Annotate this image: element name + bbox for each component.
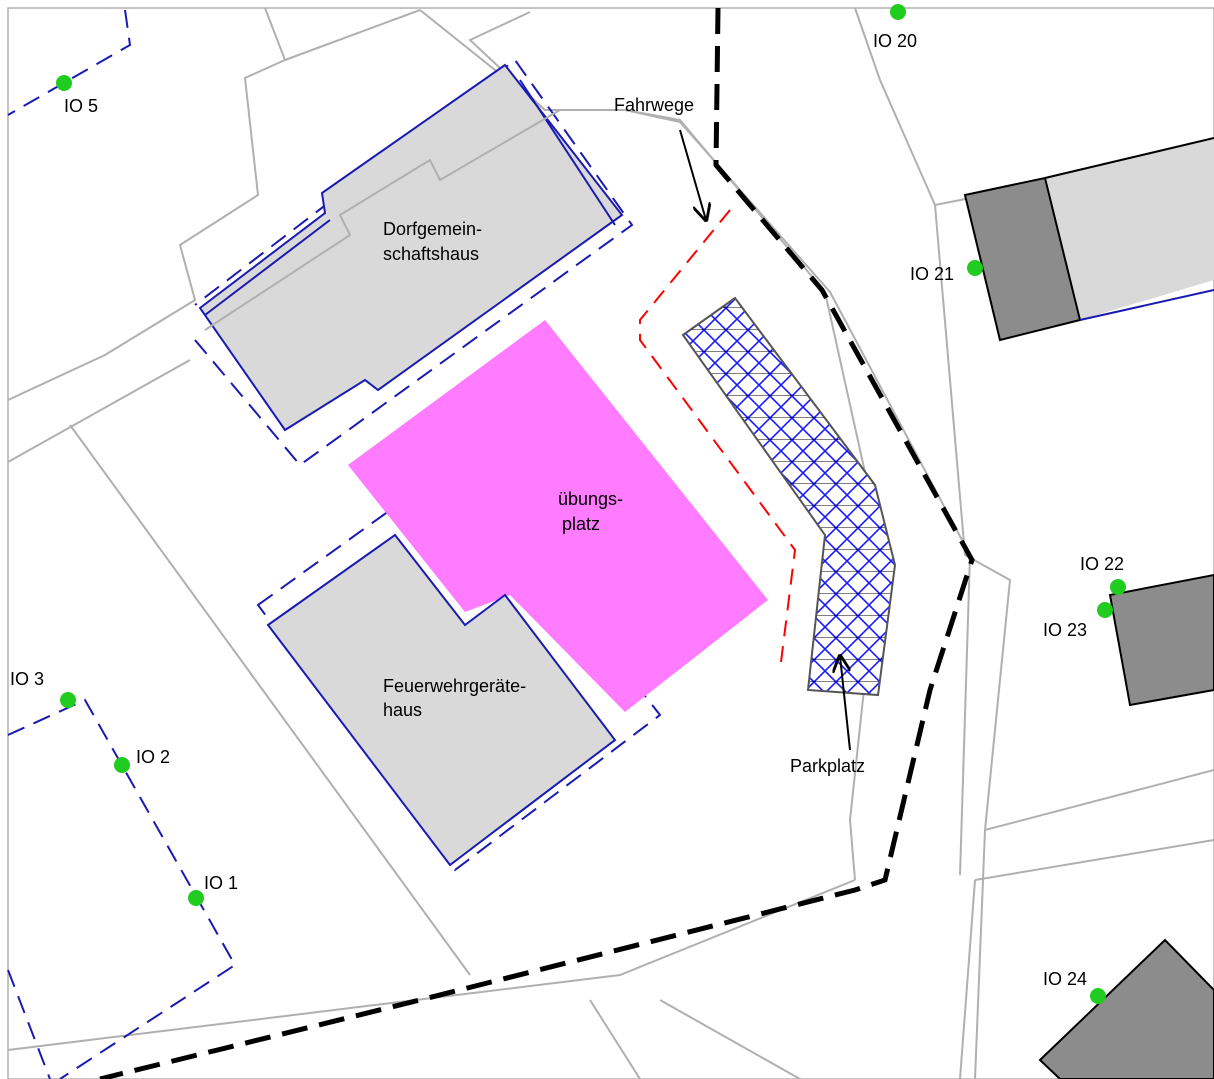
feuerwehrgeraetehaus-label-1: Feuerwehrgeräte- [383,676,526,696]
fahrwege-annotation: Fahrwege [614,95,706,220]
point-io22 [1110,579,1126,595]
immission-points: IO 5 IO 20 IO 21 IO 22 IO 23 IO 3 IO 2 I… [10,4,1126,1004]
building-east-3 [1038,938,1214,1079]
point-io1 [188,890,204,906]
fahrwege-line [639,209,797,671]
label-io23: IO 23 [1043,620,1087,640]
building-dorfgemeinschaftshaus: Dorfgemein- schaftshaus [198,63,624,432]
label-io24: IO 24 [1043,969,1087,989]
map-frame [7,7,1214,1079]
dorfgemeinschaftshaus-label-1: Dorfgemein- [383,219,482,239]
feuerwehrgeraetehaus-label-2: haus [383,700,422,720]
label-io3: IO 3 [10,669,44,689]
building-feuerwehrgeraetehaus: Feuerwehrgeräte- haus [266,533,617,867]
area-parkplatz: Parkplatz [681,296,897,776]
area-uebungsplatz: übungs- platz [348,320,768,712]
point-io24 [1090,988,1106,1004]
fahrwege-label: Fahrwege [614,95,694,115]
uebungsplatz-label-1: übungs- [558,489,623,509]
point-io21 [967,260,983,276]
building-east-2 [1108,573,1214,707]
label-io2: IO 2 [136,747,170,767]
label-io20: IO 20 [873,31,917,51]
parkplatz-label: Parkplatz [790,756,865,776]
label-io5: IO 5 [64,96,98,116]
dorfgemeinschaftshaus-label-2: schaftshaus [383,244,479,264]
label-io22: IO 22 [1080,554,1124,574]
site-boundary [99,7,975,1079]
point-io23 [1097,602,1113,618]
uebungsplatz-label-2: platz [562,514,600,534]
point-io5 [56,75,72,91]
point-io20 [890,4,906,20]
label-io1: IO 1 [204,873,238,893]
parkplatz-arrow [840,656,851,751]
label-io21: IO 21 [910,264,954,284]
fahrwege-arrow [679,129,706,220]
point-io3 [60,692,76,708]
building-east-1 [963,137,1214,342]
point-io2 [114,757,130,773]
